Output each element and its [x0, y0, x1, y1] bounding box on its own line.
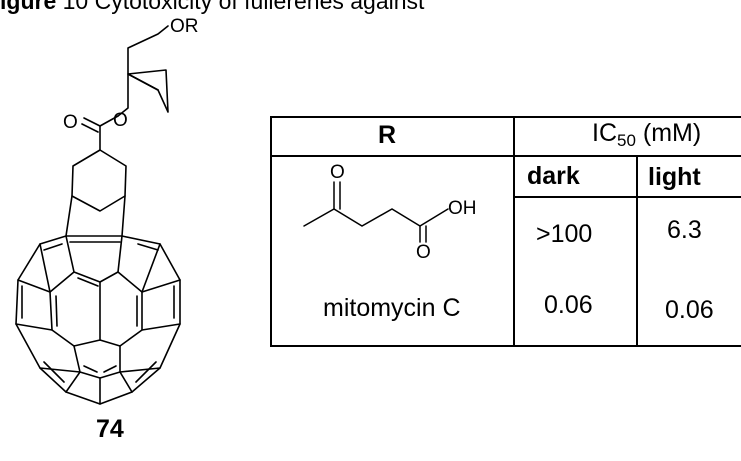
atom-ester-o-label: O — [113, 110, 128, 131]
r-group-keto-acid-structure: O OH O — [303, 162, 477, 260]
figure-caption-text: 10 Cytotoxicity of fullerenes against — [62, 0, 425, 14]
table-mid-rule — [513, 116, 515, 346]
table-header-rule — [270, 155, 741, 157]
r-column-header: R — [378, 121, 397, 149]
ic-label: IC — [592, 119, 617, 147]
table-subheader-rule — [513, 196, 741, 198]
ic-subscript: 50 — [617, 131, 636, 150]
row2-light-value: 0.06 — [665, 296, 714, 324]
row2-dark-value: 0.06 — [544, 291, 593, 319]
table-left-rule — [270, 116, 272, 346]
ic-unit: (mM) — [635, 119, 702, 147]
atom-acid-o-label: O — [416, 242, 431, 260]
dark-column-header: dark — [527, 162, 580, 190]
figure-label: igure — [0, 0, 57, 14]
row2-r-name: mitomycin C — [323, 294, 461, 322]
atom-carbonyl-o-label: O — [63, 112, 78, 133]
table-bottom-rule — [270, 345, 741, 347]
figure-caption: igure 10 Cytotoxicity of fullerenes agai… — [0, 0, 424, 15]
ic50-header: IC50 (mM) — [592, 119, 702, 150]
row1-dark-value: >100 — [536, 220, 593, 248]
compound-number-label: 74 — [96, 415, 124, 443]
atom-acid-oh-label: OH — [448, 198, 477, 219]
atom-or-label: OR — [170, 16, 199, 37]
row1-light-value: 6.3 — [667, 216, 702, 244]
cytotoxicity-table: R IC50 (mM) dark light O OH O >100 6.3 m… — [270, 116, 741, 347]
table-dark-light-rule — [636, 155, 638, 346]
fullerene-compound-74-structure: OR O O — [15, 16, 199, 405]
atom-keto-o-label: O — [330, 162, 345, 183]
light-column-header: light — [648, 163, 701, 191]
table-top-rule — [270, 116, 741, 118]
